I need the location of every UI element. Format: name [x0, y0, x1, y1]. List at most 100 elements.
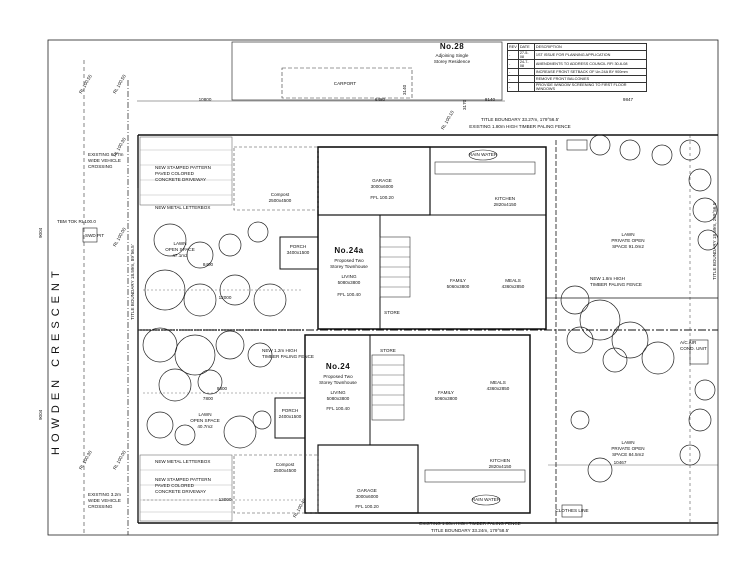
unit-24a-lawn-3: 47.1m2 — [172, 253, 188, 258]
swd-pit — [82, 227, 98, 243]
dim-6480: 6480 — [374, 97, 386, 102]
description-header: DESCRIPTION — [533, 43, 648, 51]
unit-24a-pos-3: SPACE 91.0m2 — [612, 244, 644, 249]
unit-24a-porch: PORCH — [289, 244, 307, 249]
unit-24a-compost-area — [233, 146, 319, 211]
unit-24a-porch-dim: 3400x1500 — [286, 250, 310, 255]
rear-title-boundary-label: TITLE BOUNDARY 33.27m, 179°56.5' — [480, 117, 560, 122]
unit-24-lawn-2: OPEN SPACE — [190, 418, 220, 423]
dim-10800: 10800 — [198, 97, 212, 102]
letterbox-bottom: NEW METAL LETTERBOX — [155, 459, 211, 464]
rain-tank-bottom — [471, 494, 501, 506]
unit-24-desc-2: Storey Townhouse — [319, 380, 357, 385]
unit-24-pos-3: SPACE 84.5m2 — [612, 452, 644, 457]
fence-mid-2: TIMBER PALING FENCE — [262, 354, 314, 359]
unit-24a-desc-2: Storey Townhouse — [330, 264, 368, 269]
street-title-boundary-label: TITLE BOUNDARY 18.59m, 89°56.5' — [130, 244, 135, 320]
crossing-bottom-1: EXISTING 3.2m — [88, 492, 121, 497]
unit-24-pos: LAWN — [621, 440, 635, 445]
dim-12000-b: 12000 — [218, 497, 232, 502]
unit-24-pos-2: PRIVATE OPEN — [611, 446, 645, 451]
fence-rear-1: NEW 1.8m HIGH — [590, 276, 625, 281]
rev-header: REV — [507, 43, 519, 51]
unit-24a-garage-dim: 3000x6000 — [370, 184, 394, 189]
unit-24-number: No.24 — [325, 362, 351, 371]
unit-24a-rain-tank: RAIN WATER — [468, 152, 498, 157]
dim-3140: 3140 — [402, 84, 407, 95]
trees-and-shrubs — [142, 134, 719, 483]
front-title-boundary-label: TITLE BOUNDARY 33.24m, 179°58.5' — [430, 528, 510, 533]
dim-9004: 9004 — [38, 227, 43, 238]
unit-24-compost: Compost — [275, 462, 295, 467]
date-cell: 27-5-08 — [517, 50, 535, 60]
driveway-bottom — [139, 454, 233, 522]
unit-24a-pos-2: PRIVATE OPEN — [611, 238, 645, 243]
unit-24-living: LIVING — [330, 390, 346, 395]
unit-24a-compost-dim: 2500x4500 — [268, 198, 292, 203]
unit-24a-compost: Compost — [270, 192, 290, 197]
unit-24-kitchen-bench — [424, 469, 526, 483]
unit-24a-desc-1: Proposed Two — [334, 258, 364, 263]
crossing-top-1: EXISTING 6.77m — [88, 152, 124, 157]
rev-cell: - — [507, 82, 519, 92]
date-cell — [517, 82, 535, 92]
rev-cell: - — [507, 50, 519, 60]
unit-24-porch-dim: 2400x1500 — [278, 414, 302, 419]
neighbour-desc-1: Adjoining Single — [435, 53, 469, 58]
unit-24a-lawn: LAWN — [173, 241, 187, 246]
neighbour-number: No.28 — [439, 42, 465, 51]
unit-24a-family-dim: 5060x3800 — [446, 284, 470, 289]
crossing-top-3: CROSSING — [88, 164, 113, 169]
unit-24-meals-dim: 4360x2850 — [486, 386, 510, 391]
driveway-bottom-1: NEW STAMPED PATTERN — [155, 477, 211, 482]
unit-24-living-dim: 5080x3800 — [326, 396, 350, 401]
tbm-label: TBM TOK RL100.0 — [57, 219, 96, 224]
unit-24-desc-1: Proposed Two — [323, 374, 353, 379]
unit-24-meals: MEALS — [490, 380, 506, 385]
unit-24a-garage-ffl: FFL 100.20 — [370, 195, 394, 200]
crossing-bottom-2: WIDE VEHICLE — [88, 498, 121, 503]
unit-24-garage — [317, 444, 419, 514]
description-cell: REMOVE FRONT BALCONIES — [533, 75, 648, 83]
crossing-bottom-3: CROSSING — [88, 504, 113, 509]
unit-24a-outline — [317, 146, 547, 330]
unit-24-store: STORE — [380, 348, 396, 353]
date-cell — [517, 75, 535, 83]
letterbox-top: NEW METAL LETTERBOX — [155, 205, 211, 210]
unit-24-garage-dim: 3000x6000 — [355, 494, 379, 499]
clothes-line: CLOTHES LINE — [555, 508, 589, 513]
unit-24a-kitchen-dim: 2820x4150 — [493, 202, 517, 207]
date-cell: 24-7-08 — [517, 59, 535, 69]
unit-24-porch — [274, 397, 306, 439]
neighbour-desc-2: Storey Residence — [433, 59, 471, 64]
dim-12000: 12000 — [218, 295, 232, 300]
unit-24-lawn: LAWN — [198, 412, 212, 417]
dim-10467: 10467 — [613, 460, 627, 465]
rear-fence-label: EXISTING 1.80m HIGH TIMBER PALING FENCE — [469, 124, 571, 129]
ac-unit-2: COND. UNIT — [680, 346, 707, 351]
driveway-top-3: CONCRETE DRIVEWAY — [155, 177, 207, 182]
driveway-top-2: PAVED COLORED — [155, 171, 194, 176]
rain-tank-top — [468, 149, 498, 161]
drawing-frame — [47, 39, 719, 536]
description-cell: PROVIDE WINDOW SCREENING TO FIRST FLOOR … — [533, 82, 648, 92]
unit-24a-lawn-2: OPEN SPACE — [165, 247, 195, 252]
description-cell: 1ST ISSUE FOR PLANNING APPLICATION — [533, 50, 648, 60]
unit-24a-meals: MEALS — [505, 278, 521, 283]
date-cell — [517, 68, 535, 76]
unit-24-family: FAMILY — [438, 390, 454, 395]
unit-24a-kitchen-bench — [434, 161, 536, 175]
unit-24-compost-area — [233, 454, 319, 514]
dim-8400: 8400 — [202, 262, 214, 267]
dim-9800: 9800 — [216, 386, 228, 391]
swd-pit-label: SWD PIT — [85, 233, 105, 238]
unit-24-compost-dim: 2500x4500 — [273, 468, 297, 473]
rev-cell: - — [507, 68, 519, 76]
unit-24a-family: FAMILY — [450, 278, 466, 283]
description-cell: AMENDMENTS TO ADDRESS COUNCIL RFI 30-6-0… — [533, 59, 648, 69]
unit-24a-number: No.24a — [334, 246, 364, 255]
fence-mid-1: NEW 1.2m HIGH — [262, 348, 297, 353]
driveway-bottom-3: CONCRETE DRIVEWAY — [155, 489, 207, 494]
